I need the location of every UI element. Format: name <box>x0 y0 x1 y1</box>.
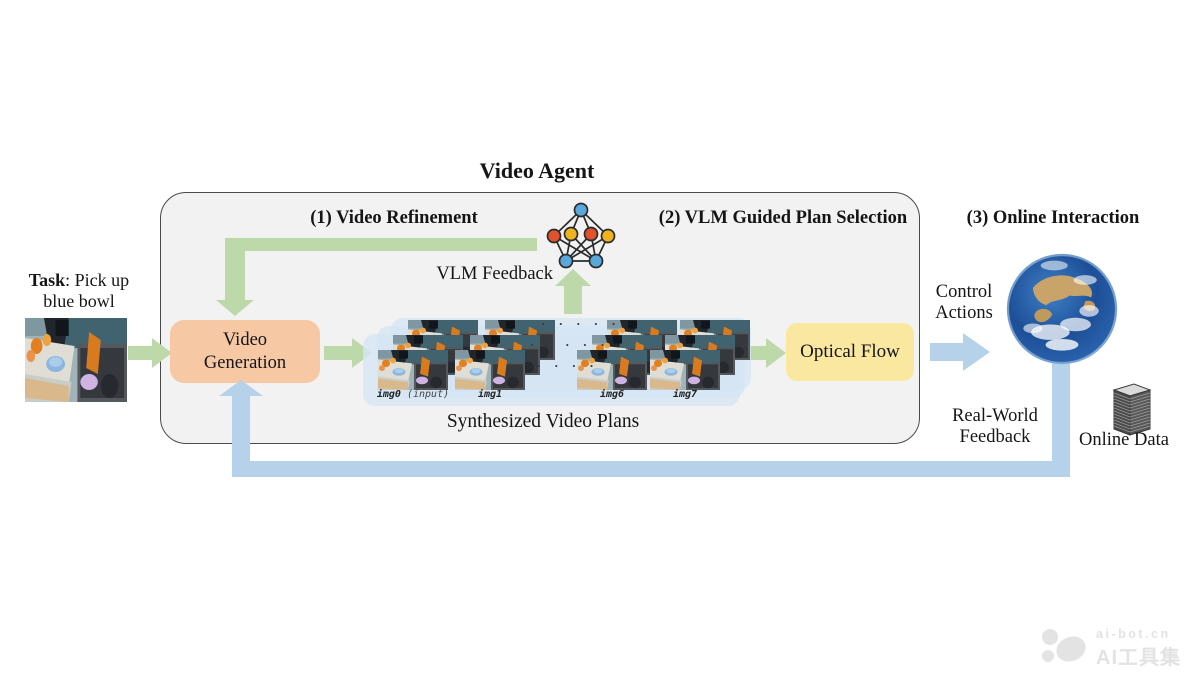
task-prompt: Task: Pick up blue bowl <box>8 270 150 312</box>
real-world-feedback-line2: Feedback <box>959 427 1031 447</box>
figure-title: Video Agent <box>479 158 595 183</box>
feedback-loop-arrow-head <box>219 380 263 396</box>
frame-label-img1: img1 <box>440 389 540 400</box>
plan-ellipsis-back: · · · · · <box>541 316 621 331</box>
feedback-loop-horizontal-band <box>232 461 1070 477</box>
generation-to-plans-arrow-stem <box>324 346 352 360</box>
video-frame-img0-front <box>378 350 448 390</box>
plans-to-flow-arrow-head <box>766 338 786 368</box>
section-title-online-interaction: (3) Online Interaction <box>966 208 1140 228</box>
watermark-site-text: ai-bot.cn <box>1096 627 1171 641</box>
task-text-rest: : Pick up <box>65 270 130 290</box>
frame-label-img1-id: img1 <box>477 389 503 400</box>
section-title-plan-selection: (2) VLM Guided Plan Selection <box>658 208 908 228</box>
refinement-loop-arrow-head <box>216 300 254 316</box>
synthesized-video-plans-caption: Synthesized Video Plans <box>446 411 640 432</box>
frame-label-img7-id: img7 <box>672 389 698 400</box>
video-generation-box: Video Generation <box>170 320 320 383</box>
real-world-feedback-line1: Real-World <box>952 406 1038 426</box>
real-world-feedback-label: Real-World Feedback <box>933 406 1057 448</box>
online-data-label: Online Data <box>1079 430 1169 450</box>
control-actions-arrow-stem <box>930 343 963 361</box>
task-to-generation-arrow-stem <box>128 346 152 360</box>
optical-flow-box: Optical Flow <box>786 323 914 381</box>
control-actions-label: Control Actions <box>923 282 1005 324</box>
control-actions-line1: Control <box>935 282 993 302</box>
control-actions-arrow-head <box>963 333 990 371</box>
plan-ellipsis-middle: · · · · · <box>530 337 610 352</box>
task-input-image <box>25 318 127 402</box>
refinement-loop-horizontal-band <box>225 238 537 251</box>
optical-flow-label: Optical Flow <box>800 341 900 362</box>
video-generation-line1: Video <box>222 329 268 350</box>
frame-label-img6-id: img6 <box>599 389 625 400</box>
video-generation-line2: Generation <box>203 352 287 373</box>
frame-label-img0: img0 (input) <box>363 389 463 400</box>
frame-label-img0-suffix: (input) <box>400 389 450 400</box>
watermark: ai-bot.cn AI工具集 <box>1038 620 1194 670</box>
section-title-video-refinement: (1) Video Refinement <box>310 208 478 228</box>
vlm-feedback-label: VLM Feedback <box>436 264 553 284</box>
frame-label-img7: img7 <box>635 389 735 400</box>
frame-label-img0-id: img0 <box>376 389 401 400</box>
plan-ellipsis-front: · · · · · <box>519 358 599 373</box>
feedback-loop-down-band <box>1052 360 1070 477</box>
watermark-name-text: AI工具集 <box>1096 647 1181 669</box>
vlm-feedback-arrow-stem <box>564 286 582 314</box>
refinement-loop-vertical-band <box>225 238 245 300</box>
video-frame-img1-front <box>455 350 525 390</box>
control-actions-line2: Actions <box>935 303 993 323</box>
task-prompt-line2: blue bowl <box>43 291 115 311</box>
frame-label-img6: img6 <box>562 389 662 400</box>
task-label: Task <box>28 270 66 290</box>
task-prompt-line1: Task: Pick up <box>8 270 150 291</box>
neural-network-icon <box>546 202 616 269</box>
ai-bot-logo-icon <box>1042 629 1086 662</box>
feedback-loop-up-stem <box>232 396 250 462</box>
video-frame-img7-front <box>650 350 720 390</box>
earth-globe-icon <box>1005 252 1119 366</box>
task-to-generation-arrow-head <box>152 338 172 368</box>
vlm-feedback-arrow-head <box>555 269 591 286</box>
